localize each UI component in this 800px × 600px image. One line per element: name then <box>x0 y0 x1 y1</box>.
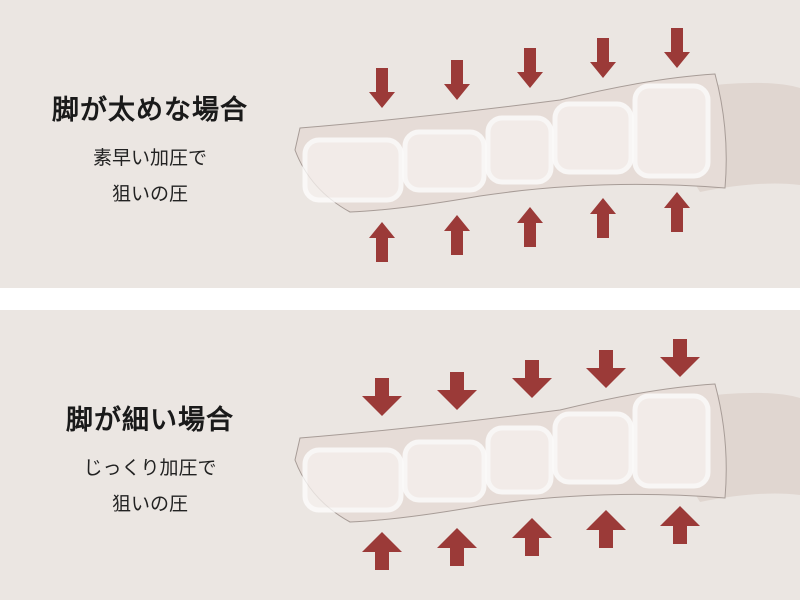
arrow-up-icon <box>369 222 395 262</box>
arrow-up-icon <box>437 528 477 566</box>
arrow-down-icon <box>369 68 395 108</box>
leg-compression-illustration <box>294 339 800 570</box>
leg-compression-illustration <box>294 28 800 262</box>
arrow-down-icon <box>660 339 700 377</box>
panel-subtitle-line2: 狙いの圧 <box>111 493 188 515</box>
leg-segment <box>485 425 554 495</box>
leg-segment <box>302 447 404 513</box>
leg-segment <box>552 101 634 175</box>
leg-segment <box>632 393 711 489</box>
arrow-up-icon <box>512 518 552 556</box>
arrow-down-icon <box>586 350 626 388</box>
arrow-down-icon <box>664 28 690 68</box>
leg-segment <box>402 129 487 193</box>
arrow-down-icon <box>517 48 543 88</box>
arrow-up-icon <box>362 532 402 570</box>
thick-leg-panel: 脚が太めな場合 素早い加圧で 狙いの圧 <box>0 0 800 288</box>
arrow-down-icon <box>362 378 402 416</box>
arrow-up-icon <box>586 510 626 548</box>
arrow-down-icon <box>590 38 616 78</box>
arrow-down-icon <box>512 360 552 398</box>
arrow-down-icon <box>444 60 470 100</box>
panel-subtitle-line1: 素早い加圧で <box>92 147 207 169</box>
arrow-up-icon <box>517 207 543 247</box>
arrow-down-icon <box>437 372 477 410</box>
arrow-up-icon <box>664 192 690 232</box>
panel-subtitle-line1: じっくり加圧で <box>83 457 217 479</box>
arrow-up-icon <box>444 215 470 255</box>
leg-segment <box>302 137 404 203</box>
arrow-up-icon <box>590 198 616 238</box>
panel-title: 脚が細い場合 <box>66 405 234 436</box>
leg-segment <box>552 411 634 485</box>
leg-segment <box>485 115 554 185</box>
leg-segment <box>632 83 711 179</box>
panel-subtitle-line2: 狙いの圧 <box>111 183 188 205</box>
thin-leg-panel: 脚が細い場合 じっくり加圧で 狙いの圧 <box>0 310 800 600</box>
arrow-up-icon <box>660 506 700 544</box>
panel-title: 脚が太めな場合 <box>52 95 248 126</box>
leg-segment <box>402 439 487 503</box>
